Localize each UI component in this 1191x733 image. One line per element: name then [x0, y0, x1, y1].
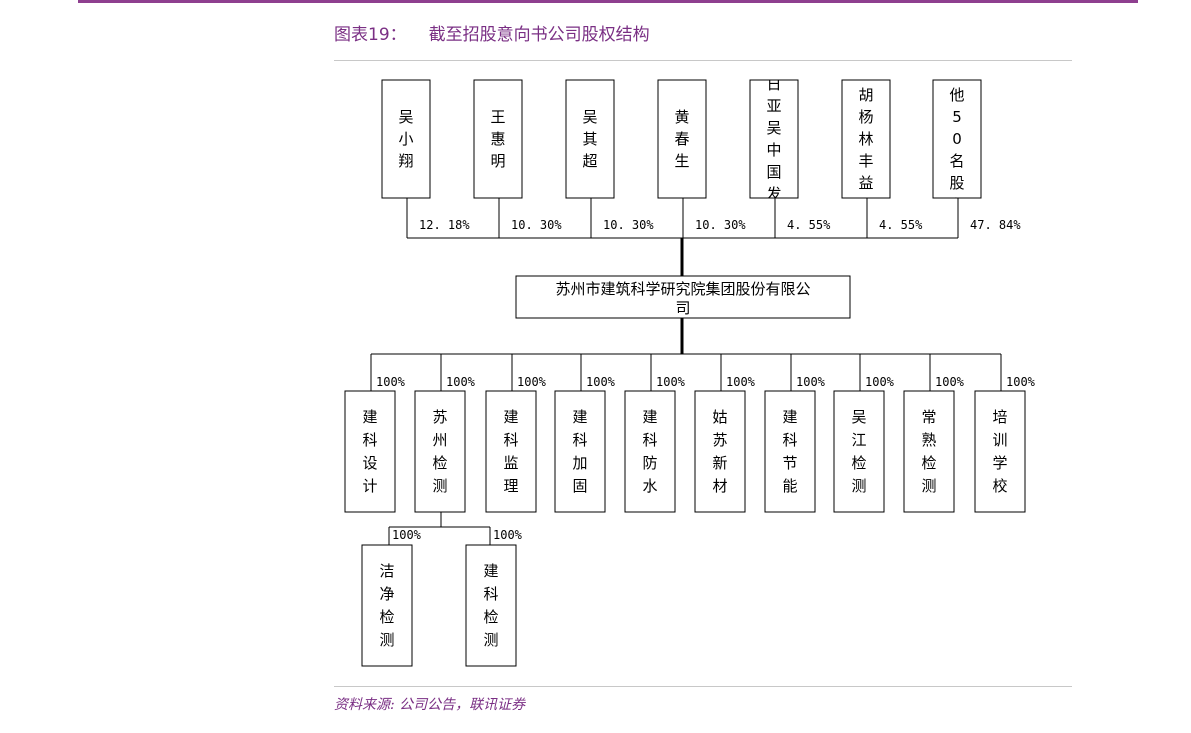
shareholder-box-frame — [749, 79, 799, 199]
shareholder-box-6: 胡杨林丰益 — [841, 79, 891, 199]
figure-number: 图表19： — [334, 25, 407, 45]
subsidiary-box-1-frame — [344, 390, 396, 513]
shareholder-percent: 47. 84% — [970, 218, 1021, 232]
top-rule — [78, 0, 1138, 3]
source-note: 资料来源: 公司公告，联讯证券 — [334, 697, 526, 713]
shareholder-name: 吴小翔 — [398, 108, 413, 170]
shareholder-box-frame — [932, 79, 982, 199]
shareholder-box-frame — [841, 79, 891, 199]
subsidiary-box-6: 姑苏新材 — [694, 390, 746, 513]
sub-subsidiary-box-1-label: 洁净检测 — [379, 562, 394, 649]
subsidiary-box-1-label: 建科设计 — [362, 408, 377, 495]
shareholder-name: 王惠明 — [490, 108, 505, 170]
subsidiary-percent: 100% — [726, 375, 756, 389]
shareholder-name: 日亚吴中国发 — [766, 75, 781, 203]
shareholder-name: 黄春生 — [674, 108, 689, 170]
shareholder-name: 胡杨林丰益 — [858, 86, 873, 192]
shareholder-box-frame — [565, 79, 615, 199]
subsidiary-box-2-frame — [414, 390, 466, 513]
subsidiary-box-6-frame — [694, 390, 746, 513]
subsidiary-box-5-frame — [624, 390, 676, 513]
shareholder-box-frame — [657, 79, 707, 199]
subsidiary-box-4-label: 建科加固 — [572, 408, 587, 495]
shareholder-box-frame — [473, 79, 523, 199]
subsidiary-box-2: 苏州检测 — [414, 390, 466, 513]
shareholder-box-4: 黄春生 — [657, 79, 707, 199]
sub-subsidiary-box-1-frame — [361, 544, 413, 667]
company-name-line1: 苏州市建筑科学研究院集团股份有限公 — [555, 280, 810, 298]
subsidiary-percent: 100% — [865, 375, 895, 389]
subsidiary-percent: 100% — [1006, 375, 1036, 389]
subsidiary-box-8-label: 吴江检测 — [851, 408, 866, 495]
subsidiary-box-9-label: 常熟检测 — [921, 408, 936, 495]
subsidiary-box-8: 吴江检测 — [833, 390, 885, 513]
company-name-line2: 司 — [675, 299, 690, 317]
sub-subsidiary-box-2-label: 建科检测 — [483, 562, 498, 649]
subsidiary-percent: 100% — [517, 375, 547, 389]
subsidiary-box-8-frame — [833, 390, 885, 513]
subsidiary-percent: 100% — [446, 375, 476, 389]
subsidiary-box-4: 建科加固 — [554, 390, 606, 513]
subsidiary-box-7-label: 建科节能 — [782, 408, 797, 495]
shareholder-percent: 10. 30% — [511, 218, 562, 232]
subsidiary-box-5-label: 建科防水 — [642, 408, 657, 495]
sub-subsidiary-percent: 100% — [493, 528, 523, 542]
shareholder-percent: 4. 55% — [787, 218, 831, 232]
subsidiary-percent: 100% — [935, 375, 965, 389]
subsidiary-percent: 100% — [796, 375, 826, 389]
shareholder-percent: 10. 30% — [695, 218, 746, 232]
subsidiary-percent: 100% — [586, 375, 616, 389]
sub-subsidiary-box-1: 洁净检测 — [361, 544, 413, 667]
subsidiary-box-4-frame — [554, 390, 606, 513]
subsidiary-box-10-frame — [974, 390, 1026, 513]
sub-subsidiary-box-2: 建科检测 — [465, 544, 517, 667]
shareholder-percent: 12. 18% — [419, 218, 470, 232]
figure-caption: 截至招股意向书公司股权结构 — [428, 25, 650, 45]
shareholder-percent: 4. 55% — [879, 218, 923, 232]
company-box-frame — [515, 275, 851, 319]
subsidiary-percent: 100% — [376, 375, 406, 389]
upper-divider — [334, 60, 1072, 61]
subsidiary-box-3-frame — [485, 390, 537, 513]
subsidiary-percent: 100% — [656, 375, 686, 389]
subsidiary-box-5: 建科防水 — [624, 390, 676, 513]
subsidiary-box-10: 培训学校 — [974, 390, 1026, 513]
shareholder-percent: 10. 30% — [603, 218, 654, 232]
subsidiary-box-9: 常熟检测 — [903, 390, 955, 513]
subsidiary-box-6-label: 姑苏新材 — [712, 408, 727, 495]
shareholder-box-1: 吴小翔 — [381, 79, 431, 199]
subsidiary-box-7-frame — [764, 390, 816, 513]
shareholder-name: 吴其超 — [582, 108, 597, 170]
subsidiary-box-2-label: 苏州检测 — [432, 408, 447, 495]
lower-divider — [334, 686, 1072, 687]
figure-title: 图表19： 截至招股意向书公司股权结构 — [334, 20, 650, 45]
subsidiary-box-3-label: 建科监理 — [503, 408, 518, 495]
shareholder-box-frame — [381, 79, 431, 199]
shareholder-box-3: 吴其超 — [565, 79, 615, 199]
subsidiary-box-3: 建科监理 — [485, 390, 537, 513]
sub-subsidiary-box-2-frame — [465, 544, 517, 667]
subsidiary-box-7: 建科节能 — [764, 390, 816, 513]
shareholder-box-5: 日亚吴中国发 — [749, 75, 799, 203]
subsidiary-box-1: 建科设计 — [344, 390, 396, 513]
shareholder-box-2: 王惠明 — [473, 79, 523, 199]
subsidiary-box-10-label: 培训学校 — [992, 408, 1007, 495]
subsidiary-box-9-frame — [903, 390, 955, 513]
sub-subsidiary-percent: 100% — [392, 528, 422, 542]
